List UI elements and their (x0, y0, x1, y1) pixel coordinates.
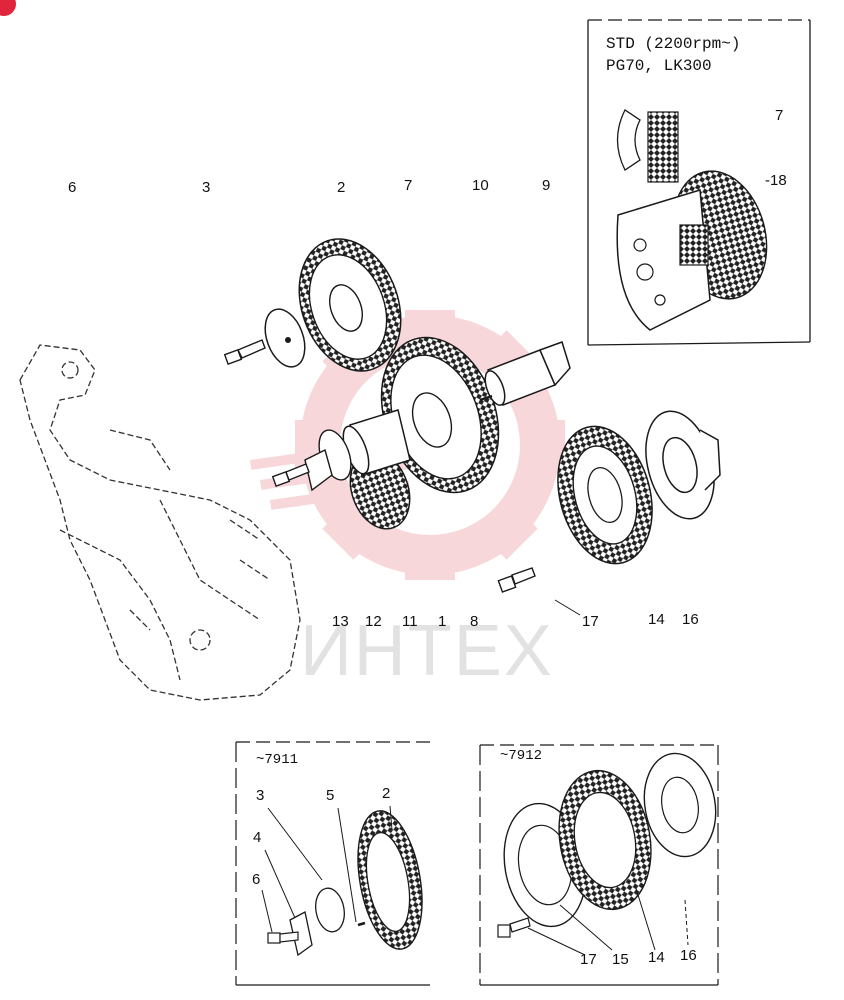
inset-std-frame (587, 19, 811, 346)
part-label-10: 10 (472, 177, 489, 194)
drive-shaft (479, 341, 571, 406)
bolt-lower (271, 463, 310, 487)
washer-hole (285, 337, 291, 343)
inset-7911-label-2: 2 (382, 785, 391, 802)
inset-7911-label-4: 4 (253, 829, 262, 846)
thrust-washer (264, 308, 306, 368)
hub-16 (645, 410, 721, 520)
part-label-6: 6 (68, 179, 77, 196)
inset-std-line2: PG70, LK300 (606, 57, 712, 75)
inset-7911-frame (235, 741, 430, 986)
part-label-17: 17 (582, 613, 599, 630)
part-label-13: 13 (332, 613, 349, 630)
part-label-9: 9 (542, 177, 551, 194)
inset-7912-label-15: 15 (612, 951, 629, 968)
inset-7911-label-6: 6 (252, 871, 261, 888)
inset-7911-label-5: 5 (326, 787, 335, 804)
engine-housing (19, 344, 301, 701)
inset-7912-code: ~7912 (500, 748, 543, 764)
inset-7912-frame (479, 744, 719, 986)
idler-gear-large (298, 238, 402, 372)
bolt-upper (223, 339, 266, 365)
bolt-17 (497, 567, 536, 593)
watermark-text: ИНТЕХ (300, 611, 554, 691)
inset-7912-label-16: 16 (680, 947, 697, 964)
inset-7912-label-17: 17 (580, 951, 597, 968)
part-label-12: 12 (365, 613, 382, 630)
part-label-14: 14 (648, 611, 665, 628)
inset-std-line1: STD (2200rpm~) (606, 35, 741, 53)
part-label-11: 11 (402, 613, 418, 630)
inset-std-label-7: 7 (775, 107, 784, 124)
inset-7911-parts (261, 805, 423, 957)
part-label-2: 2 (337, 179, 346, 196)
part-label-3: 3 (202, 179, 211, 196)
part-label-16: 16 (682, 611, 699, 628)
lock-plate (304, 448, 333, 492)
inset-std-gear (616, 109, 768, 331)
part-label-1: 1 (438, 613, 447, 630)
part-label-7: 7 (404, 177, 413, 194)
inset-7911-label-3: 3 (256, 787, 265, 804)
corner-badge (0, 0, 16, 16)
inset-7912-parts (497, 752, 717, 956)
inset-7911-code: ~7911 (256, 752, 299, 768)
gear-14 (557, 425, 653, 565)
inset-std-label-18: -18 (765, 172, 787, 189)
part-label-8: 8 (470, 613, 479, 630)
leader-17 (554, 599, 581, 616)
idler-shaft (342, 409, 411, 476)
inset-7912-label-14: 14 (648, 949, 665, 966)
